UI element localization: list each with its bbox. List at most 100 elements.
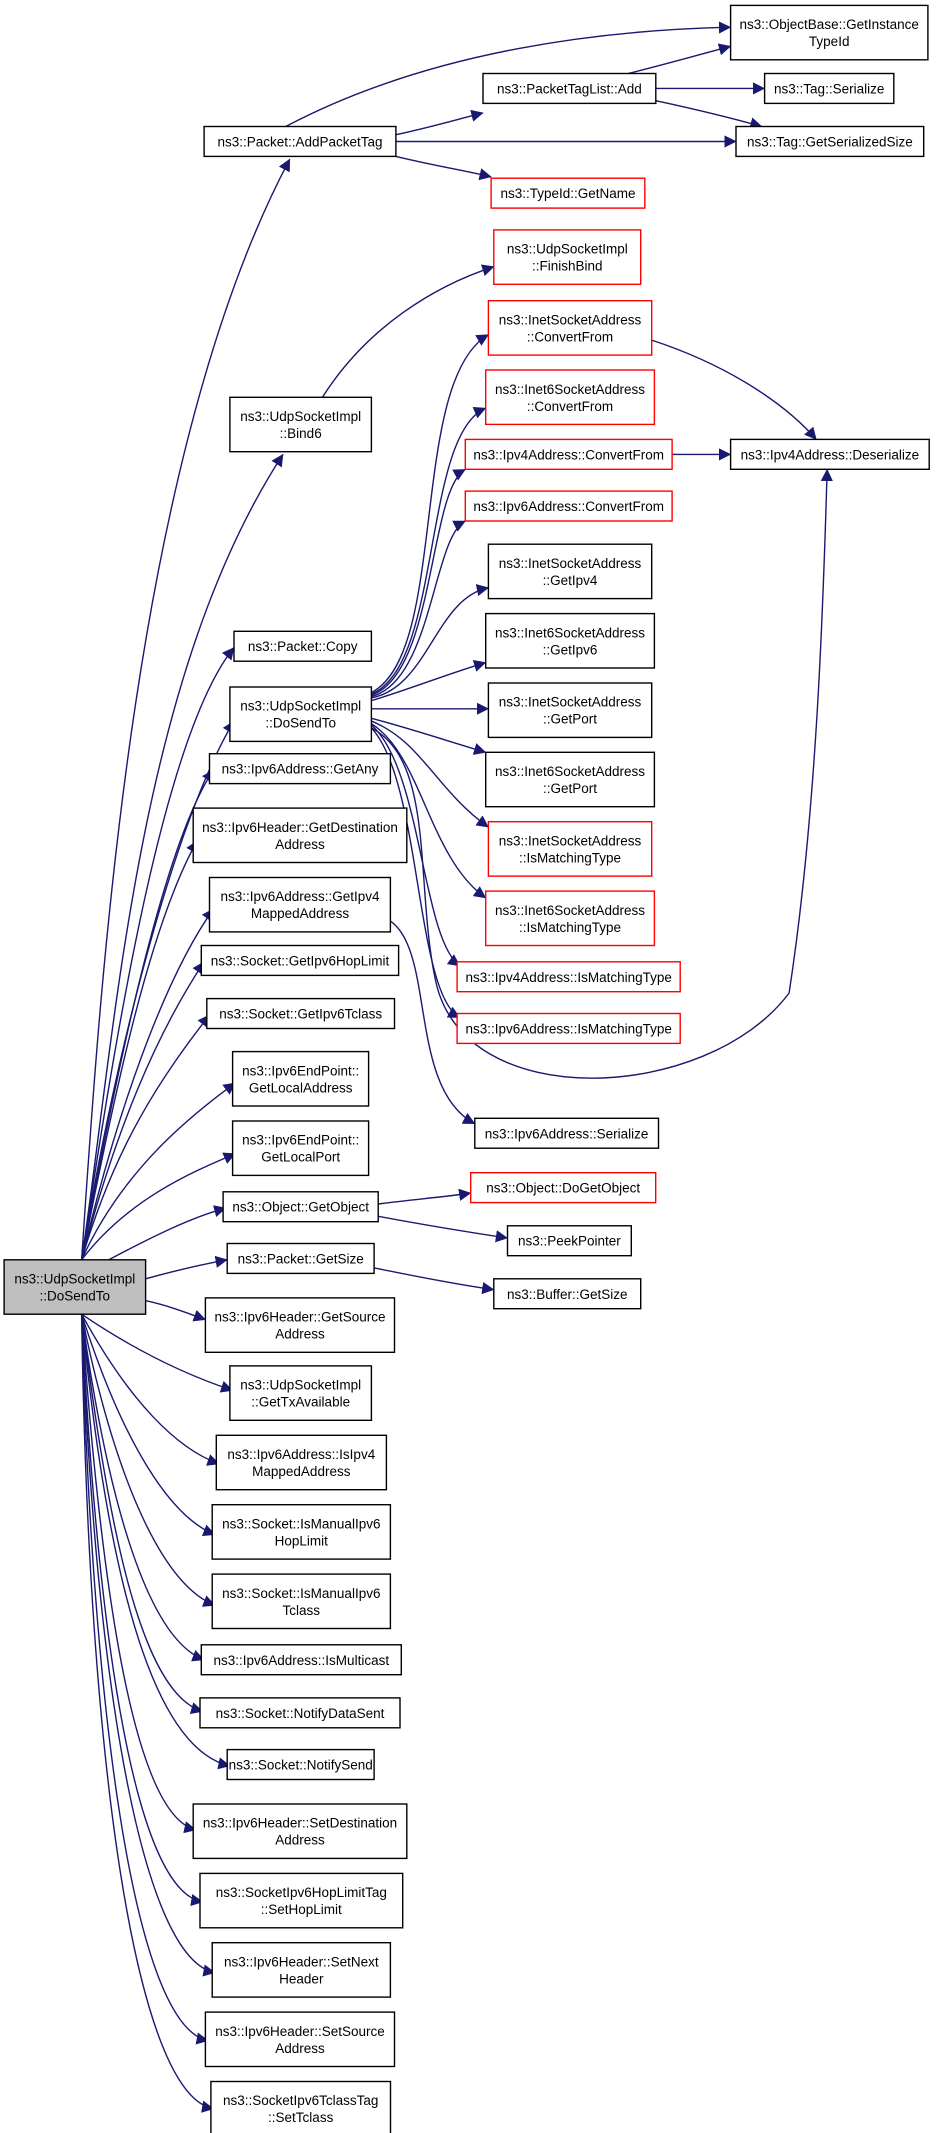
node-box-gettxavailable[interactable] bbox=[229, 1365, 373, 1422]
node-ipv6-ismulticast[interactable]: ns3::Ipv6Address::IsMulticast bbox=[200, 1644, 403, 1676]
node-ipv6ep-getlocaladdr[interactable]: ns3::Ipv6EndPoint::GetLocalAddress bbox=[231, 1050, 370, 1107]
node-box-ipv4-deserialize[interactable] bbox=[729, 438, 930, 470]
node-inetsock-getport[interactable]: ns3::InetSocketAddress::GetPort bbox=[487, 682, 653, 739]
node-box-ipv4-convertfrom[interactable] bbox=[464, 438, 673, 470]
node-ipv6ep-getlocalport[interactable]: ns3::Ipv6EndPoint::GetLocalPort bbox=[231, 1120, 370, 1177]
node-box-bind6[interactable] bbox=[229, 396, 373, 453]
node-box-ipv6hdr-setsource[interactable] bbox=[204, 2011, 396, 2068]
node-box-ipv6-ismatching[interactable] bbox=[456, 1012, 681, 1045]
node-box-inet6sock-getport[interactable] bbox=[485, 751, 656, 808]
node-box-socket-ismanualhoplimit[interactable] bbox=[211, 1503, 392, 1560]
node-box-ipv6-isipv4mapped[interactable] bbox=[215, 1434, 388, 1491]
node-box-ipv6hdr-getdest[interactable] bbox=[192, 807, 408, 864]
node-ipv6-convertfrom[interactable]: ns3::Ipv6Address::ConvertFrom bbox=[464, 490, 673, 522]
node-bind6[interactable]: ns3::UdpSocketImpl::Bind6 bbox=[229, 396, 373, 453]
node-box-socket-ismanualtclass[interactable] bbox=[211, 1573, 392, 1630]
node-box-dosendto-inner[interactable] bbox=[229, 686, 373, 743]
node-socket-notifydatasent[interactable]: ns3::Socket::NotifyDataSent bbox=[199, 1697, 401, 1729]
node-box-ipv6-getipv4mapped[interactable] bbox=[208, 876, 392, 933]
node-box-inetsock-ismatching[interactable] bbox=[487, 821, 653, 877]
node-packettaglist-add[interactable]: ns3::PacketTagList::Add bbox=[482, 72, 657, 105]
node-box-ipv6ep-getlocaladdr[interactable] bbox=[231, 1050, 370, 1107]
node-box-object-getobject[interactable] bbox=[222, 1191, 379, 1223]
node-box-tclasstag-set[interactable] bbox=[210, 2080, 392, 2133]
node-box-inetsock-convertfrom[interactable] bbox=[487, 300, 653, 356]
node-finishbind[interactable]: ns3::UdpSocketImpl::FinishBind bbox=[493, 229, 642, 285]
node-box-socket-notifydatasent[interactable] bbox=[199, 1697, 401, 1729]
node-socket-getipv6hoplimit[interactable]: ns3::Socket::GetIpv6HopLimit bbox=[200, 944, 400, 977]
node-box-root[interactable] bbox=[3, 1259, 147, 1315]
node-inet6sock-getipv6[interactable]: ns3::Inet6SocketAddress::GetIpv6 bbox=[485, 612, 656, 669]
node-inet6sock-ismatching[interactable]: ns3::Inet6SocketAddress::IsMatchingType bbox=[485, 890, 656, 947]
node-box-tag-serialize[interactable] bbox=[763, 72, 895, 105]
node-tclasstag-set[interactable]: ns3::SocketIpv6TclassTag::SetTclass bbox=[210, 2080, 392, 2133]
node-ipv6-ismatching[interactable]: ns3::Ipv6Address::IsMatchingType bbox=[456, 1012, 681, 1045]
node-ipv6-serialize[interactable]: ns3::Ipv6Address::Serialize bbox=[474, 1117, 660, 1149]
node-packet-getsize[interactable]: ns3::Packet::GetSize bbox=[226, 1242, 375, 1275]
node-buffer-getsize[interactable]: ns3::Buffer::GetSize bbox=[493, 1278, 642, 1310]
node-peekpointer[interactable]: ns3::PeekPointer bbox=[506, 1225, 633, 1257]
node-box-packettaglist-add[interactable] bbox=[482, 72, 657, 105]
node-box-socket-notifysend[interactable] bbox=[226, 1748, 375, 1781]
node-ipv4-deserialize[interactable]: ns3::Ipv4Address::Deserialize bbox=[729, 438, 930, 470]
node-object-getobject[interactable]: ns3::Object::GetObject bbox=[222, 1191, 379, 1223]
node-box-typeid-getname[interactable] bbox=[490, 177, 646, 209]
node-box-ipv6ep-getlocalport[interactable] bbox=[231, 1120, 370, 1177]
node-box-peekpointer[interactable] bbox=[506, 1225, 633, 1257]
node-tag-getserializedsize[interactable]: ns3::Tag::GetSerializedSize bbox=[735, 125, 925, 158]
node-socket-getipv6tclass[interactable]: ns3::Socket::GetIpv6Tclass bbox=[206, 997, 396, 1030]
node-packet-copy[interactable]: ns3::Packet::Copy bbox=[233, 630, 373, 662]
node-ipv4-ismatching[interactable]: ns3::Ipv4Address::IsMatchingType bbox=[456, 961, 681, 993]
node-box-inet6sock-ismatching[interactable] bbox=[485, 890, 656, 947]
node-box-ipv6-serialize[interactable] bbox=[474, 1117, 660, 1149]
node-ipv6-getany[interactable]: ns3::Ipv6Address::GetAny bbox=[208, 753, 392, 785]
node-box-ipv6-convertfrom[interactable] bbox=[464, 490, 673, 522]
node-box-packet-getsize[interactable] bbox=[226, 1242, 375, 1275]
node-root[interactable]: ns3::UdpSocketImpl::DoSendTo bbox=[3, 1259, 147, 1315]
node-object-dogetobject[interactable]: ns3::Object::DoGetObject bbox=[470, 1171, 657, 1204]
node-packet-addpackettag[interactable]: ns3::Packet::AddPacketTag bbox=[203, 125, 397, 158]
node-inet6sock-getport[interactable]: ns3::Inet6SocketAddress::GetPort bbox=[485, 751, 656, 808]
node-box-inetsock-getport[interactable] bbox=[487, 682, 653, 739]
node-box-inetsock-getipv4[interactable] bbox=[487, 543, 653, 600]
node-box-socket-getipv6hoplimit[interactable] bbox=[200, 944, 400, 977]
node-box-ipv4-ismatching[interactable] bbox=[456, 961, 681, 993]
node-box-inet6sock-getipv6[interactable] bbox=[485, 612, 656, 669]
node-inet6sock-convertfrom[interactable]: ns3::Inet6SocketAddress::ConvertFrom bbox=[485, 369, 656, 426]
node-tag-serialize[interactable]: ns3::Tag::Serialize bbox=[763, 72, 895, 105]
node-box-ipv6-ismulticast[interactable] bbox=[200, 1644, 403, 1676]
node-hoplimittag-set[interactable]: ns3::SocketIpv6HopLimitTag::SetHopLimit bbox=[199, 1872, 404, 1929]
node-box-ipv6hdr-getsource[interactable] bbox=[204, 1297, 396, 1354]
node-typeid-getname[interactable]: ns3::TypeId::GetName bbox=[490, 177, 646, 209]
node-box-tag-getserializedsize[interactable] bbox=[735, 125, 925, 158]
node-box-objectbase-gettypeid[interactable] bbox=[729, 4, 929, 61]
node-box-inet6sock-convertfrom[interactable] bbox=[485, 369, 656, 426]
node-box-object-dogetobject[interactable] bbox=[470, 1171, 657, 1204]
node-dosendto-inner[interactable]: ns3::UdpSocketImpl::DoSendTo bbox=[229, 686, 373, 743]
node-box-socket-getipv6tclass[interactable] bbox=[206, 997, 396, 1030]
node-inetsock-ismatching[interactable]: ns3::InetSocketAddress::IsMatchingType bbox=[487, 821, 653, 877]
node-inetsock-convertfrom[interactable]: ns3::InetSocketAddress::ConvertFrom bbox=[487, 300, 653, 356]
node-box-hoplimittag-set[interactable] bbox=[199, 1872, 404, 1929]
node-ipv4-convertfrom[interactable]: ns3::Ipv4Address::ConvertFrom bbox=[464, 438, 673, 470]
node-box-ipv6-getany[interactable] bbox=[208, 753, 392, 785]
node-box-packet-addpackettag[interactable] bbox=[203, 125, 397, 158]
node-socket-notifysend[interactable]: ns3::Socket::NotifySend bbox=[226, 1748, 375, 1781]
node-box-ipv6hdr-setnext[interactable] bbox=[211, 1941, 392, 1998]
node-gettxavailable[interactable]: ns3::UdpSocketImpl::GetTxAvailable bbox=[229, 1365, 373, 1422]
node-inetsock-getipv4[interactable]: ns3::InetSocketAddress::GetIpv4 bbox=[487, 543, 653, 600]
node-box-buffer-getsize[interactable] bbox=[493, 1278, 642, 1310]
node-box-ipv6hdr-setdest[interactable] bbox=[192, 1803, 408, 1860]
node-box-finishbind[interactable] bbox=[493, 229, 642, 285]
node-box-packet-copy[interactable] bbox=[233, 630, 373, 662]
